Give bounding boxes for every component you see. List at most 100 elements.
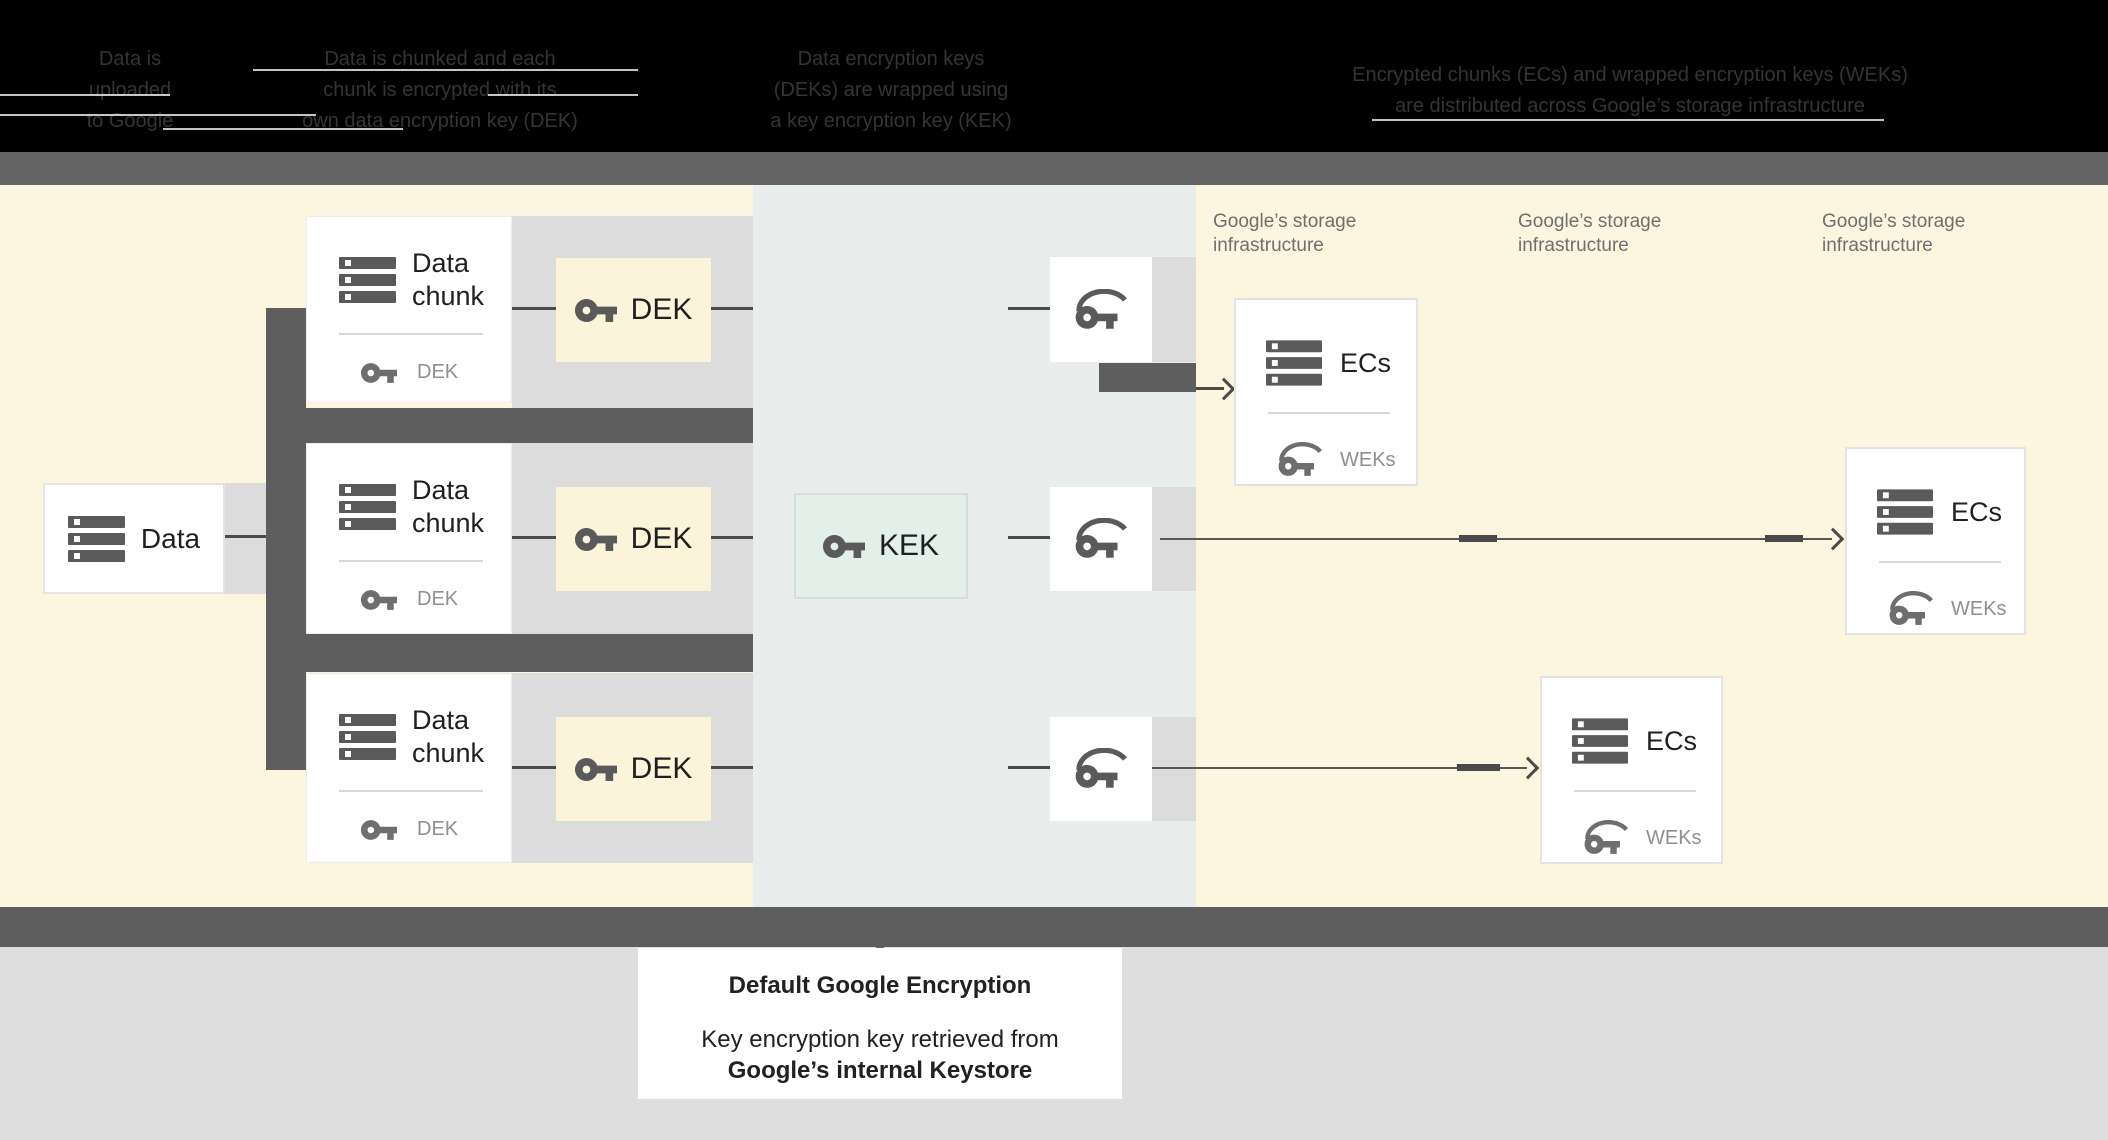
chunk-title: Data chunk (412, 248, 485, 311)
server-icon (339, 257, 396, 303)
data-chunk-box: Data chunk DEK (306, 443, 512, 634)
arrow-line-ecs3 (1152, 767, 1527, 769)
legend-subtitle-line1: Key encryption key retrieved from (701, 1026, 1059, 1053)
key-icon (574, 527, 617, 551)
data-chunk-box: Data chunk DEK (306, 673, 512, 863)
dek-box-label: DEK (630, 752, 693, 785)
caption-line: uploaded (88, 79, 172, 101)
key-icon (574, 757, 617, 781)
connector-chunk3-dek3 (512, 766, 556, 769)
dek-box-label: DEK (630, 522, 693, 555)
row-separator-2 (266, 634, 753, 672)
wrapped-key-box (1050, 257, 1152, 362)
server-icon (339, 714, 396, 760)
chunk-dek-label: DEK (417, 588, 459, 610)
ecs-weks-label: WEKs (1340, 448, 1396, 471)
key-icon (361, 589, 397, 610)
connector-band-key3 (1008, 766, 1050, 769)
storage-infrastructure-header: Google’s storage infrastructure (1518, 211, 1662, 256)
chunk-dek-label: DEK (417, 818, 459, 840)
caption-line: (DEKs) are wrapped using (773, 79, 1009, 101)
data-band (225, 483, 266, 594)
header-streak (0, 114, 316, 116)
wrapped-key-icon (1889, 591, 1933, 625)
legend-subtitle-line2: Google’s internal Keystore (727, 1057, 1033, 1084)
storage-infrastructure-header: Google’s storage infrastructure (1822, 211, 1966, 256)
divider (1574, 790, 1696, 792)
connector-dek2-band (711, 536, 753, 539)
arrow-dash (1459, 535, 1497, 542)
data-box: Data (43, 483, 225, 594)
key-icon (822, 534, 865, 558)
connector-dek3-band (711, 766, 753, 769)
key-icon (361, 819, 397, 840)
key-icon (574, 298, 617, 322)
server-icon (1572, 718, 1628, 764)
caption-upload: Data is uploaded to Google (40, 44, 220, 137)
caption-line: to Google (86, 110, 174, 132)
key-band-3 (1152, 717, 1196, 821)
kek-box-label: KEK (878, 529, 940, 562)
wrapped-key-icon (1075, 518, 1127, 558)
connector-data-trunk (225, 535, 266, 538)
legend-title: Default Google Encryption (728, 972, 1032, 999)
ecs-box: ECs WEKs (1234, 298, 1418, 486)
header-streak (488, 94, 638, 96)
dek-box: DEK (556, 717, 711, 821)
dek-box: DEK (556, 487, 711, 591)
wrapped-key-box (1050, 717, 1152, 821)
ecs-box: ECs WEKs (1540, 676, 1723, 864)
key-band-1 (1152, 257, 1196, 362)
divider (1268, 412, 1390, 414)
wrapped-key-icon (1075, 748, 1127, 788)
wrapped-key-icon (1584, 820, 1628, 854)
ecs-title: ECs (1340, 347, 1392, 378)
storage-infrastructure-header: Google’s storage infrastructure (1213, 211, 1357, 256)
kek-box: KEK (794, 493, 968, 599)
header-band: Data is uploaded to Google Data is chunk… (0, 0, 2108, 152)
chunk-title: Data chunk (412, 475, 485, 538)
caption-line: own data encryption key (DEK) (302, 110, 578, 132)
data-box-label: Data (140, 522, 201, 554)
chunk-title: Data chunk (412, 705, 485, 768)
ecs-weks-label: WEKs (1951, 597, 2007, 620)
server-icon (67, 515, 125, 562)
connector-chunk2-dek2 (512, 536, 556, 539)
connector-band-key1 (1008, 307, 1050, 310)
divider (339, 560, 483, 562)
caption-line: Data encryption keys (797, 48, 985, 70)
dek-box: DEK (556, 258, 711, 362)
caption-wrapping: Data encryption keys (DEKs) are wrapped … (760, 44, 1022, 137)
connector-chunk1-dek1 (512, 307, 556, 310)
arrow-dash (1457, 764, 1500, 771)
connector-band-key2 (1008, 536, 1050, 539)
ecs-title: ECs (1951, 496, 2003, 527)
bottom-divider-bar (0, 907, 2108, 947)
divider (339, 790, 483, 792)
ecs-title: ECs (1646, 725, 1698, 756)
chunk-dek-label: DEK (417, 361, 459, 383)
caption-line: Encrypted chunks (ECs) and wrapped encry… (1352, 64, 1908, 86)
key-icon (361, 362, 397, 383)
caption-line: Data is chunked and each (324, 48, 556, 70)
server-icon (339, 484, 396, 530)
caption-line: Data is (98, 48, 162, 70)
caption-line: are distributed across Google’s storage … (1395, 95, 1865, 117)
ecs-weks-label: WEKs (1646, 826, 1702, 849)
header-streak (163, 128, 403, 130)
wrapped-key-box (1050, 487, 1152, 591)
elbow-bar-key1 (1099, 363, 1196, 392)
ecs-box: ECs WEKs (1845, 447, 2026, 635)
connector-dek1-band (711, 307, 753, 310)
server-icon (1266, 340, 1322, 386)
data-chunk-box: Data chunk DEK (306, 216, 512, 403)
wrapped-key-icon (1278, 442, 1322, 476)
top-divider-bar (0, 152, 2108, 185)
header-streak (0, 94, 170, 96)
split-trunk (266, 308, 306, 770)
caption-distribution: Encrypted chunks (ECs) and wrapped encry… (1290, 60, 1970, 122)
arrow-dash (1765, 535, 1803, 542)
server-icon (1877, 489, 1933, 535)
dek-box-label: DEK (630, 293, 693, 326)
